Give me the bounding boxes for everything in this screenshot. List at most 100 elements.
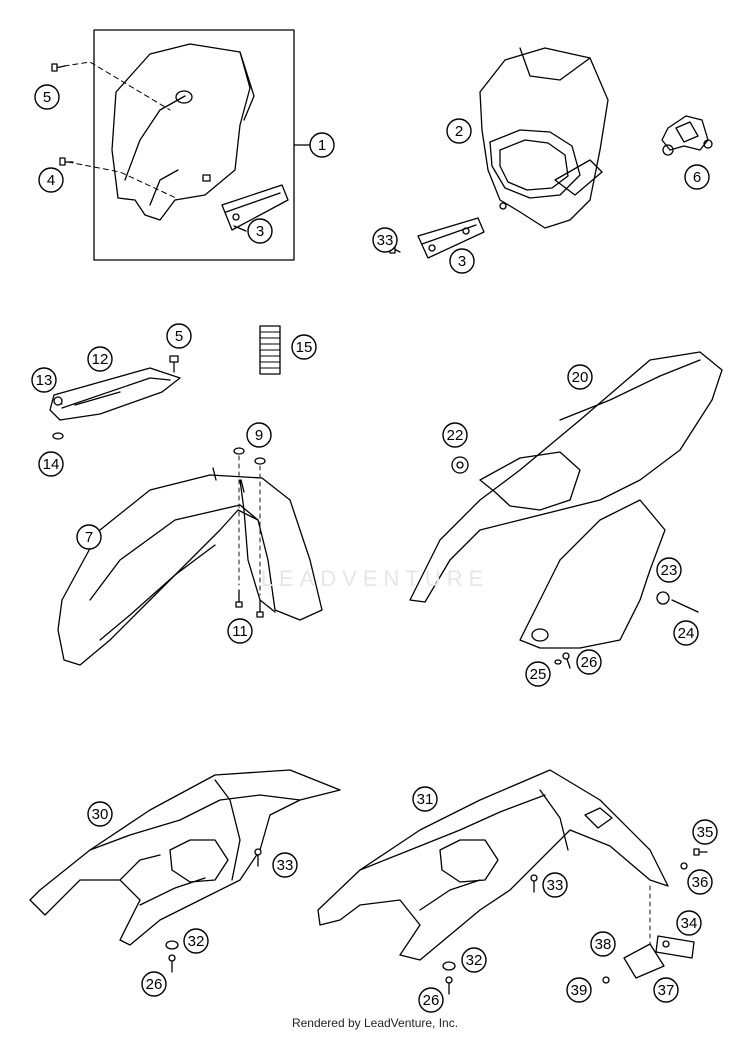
screw-11 bbox=[235, 589, 264, 618]
callout-15: 15 bbox=[291, 334, 317, 360]
svg-text:34: 34 bbox=[681, 915, 698, 932]
grommet-9 bbox=[233, 447, 266, 465]
svg-text:15: 15 bbox=[296, 339, 313, 356]
callout-23: 23 bbox=[656, 557, 682, 583]
callout-38: 38 bbox=[590, 931, 616, 957]
svg-text:35: 35 bbox=[697, 824, 714, 841]
svg-text:38: 38 bbox=[595, 936, 612, 953]
front-fender-7 bbox=[57, 467, 323, 666]
callout-37: 37 bbox=[653, 977, 679, 1003]
svg-text:31: 31 bbox=[417, 791, 434, 808]
side-cover-31 bbox=[317, 769, 669, 961]
svg-text:9: 9 bbox=[255, 427, 263, 444]
reflector-3-left bbox=[221, 184, 289, 231]
headlight-mask-left bbox=[111, 43, 255, 221]
callout-33-top: 33 bbox=[372, 227, 398, 253]
screw-5-top bbox=[51, 63, 66, 72]
callout-32-right: 32 bbox=[461, 947, 487, 973]
washer-14 bbox=[52, 432, 64, 440]
svg-text:13: 13 bbox=[36, 372, 53, 389]
svg-text:20: 20 bbox=[572, 369, 589, 386]
callout-9: 9 bbox=[246, 422, 272, 448]
screw-5-mid bbox=[169, 355, 179, 373]
svg-text:26: 26 bbox=[146, 976, 163, 993]
svg-text:32: 32 bbox=[188, 933, 205, 950]
svg-text:33: 33 bbox=[547, 877, 564, 894]
callout-32-left: 32 bbox=[183, 928, 209, 954]
callout-6: 6 bbox=[684, 164, 710, 190]
callout-3-right: 3 bbox=[449, 248, 475, 274]
callout-36: 36 bbox=[687, 869, 713, 895]
svg-text:37: 37 bbox=[658, 982, 675, 999]
svg-text:30: 30 bbox=[92, 806, 109, 823]
callout-5-mid: 5 bbox=[166, 323, 192, 349]
washer-25 bbox=[554, 659, 562, 665]
filter-15 bbox=[259, 325, 281, 375]
callout-13: 13 bbox=[31, 367, 57, 393]
callout-31: 31 bbox=[412, 786, 438, 812]
callout-20: 20 bbox=[567, 364, 593, 390]
callout-26-right: 26 bbox=[418, 987, 444, 1013]
svg-text:23: 23 bbox=[661, 562, 678, 579]
callout-24: 24 bbox=[673, 620, 699, 646]
svg-text:6: 6 bbox=[693, 169, 701, 186]
callout-26-left: 26 bbox=[141, 971, 167, 997]
screw-26-mid bbox=[562, 652, 571, 669]
callout-1: 1 bbox=[309, 132, 335, 158]
screw-39 bbox=[602, 976, 610, 984]
svg-text:25: 25 bbox=[530, 666, 547, 683]
svg-text:39: 39 bbox=[571, 982, 588, 999]
callout-34: 34 bbox=[676, 910, 702, 936]
screw-26-right bbox=[445, 976, 453, 995]
svg-text:22: 22 bbox=[447, 427, 464, 444]
callout-14: 14 bbox=[38, 451, 64, 477]
callout-7: 7 bbox=[76, 524, 102, 550]
rear-fender-20 bbox=[409, 351, 723, 603]
bracket-6 bbox=[661, 115, 713, 156]
side-panel bbox=[519, 499, 666, 649]
svg-text:24: 24 bbox=[678, 625, 695, 642]
screw-33-left bbox=[254, 848, 262, 867]
svg-text:3: 3 bbox=[256, 223, 264, 240]
plate-34 bbox=[655, 935, 695, 959]
headlight-mask-right bbox=[479, 47, 609, 229]
nut-32-left bbox=[165, 940, 179, 950]
reflector-3-right bbox=[417, 217, 485, 259]
bush-23 bbox=[656, 591, 670, 605]
callout-30: 30 bbox=[87, 801, 113, 827]
screw-26-left bbox=[168, 954, 176, 973]
fender-guard-12 bbox=[49, 367, 181, 421]
svg-text:14: 14 bbox=[43, 456, 60, 473]
svg-text:5: 5 bbox=[175, 328, 183, 345]
callout-11: 11 bbox=[227, 618, 253, 644]
nut-22 bbox=[451, 456, 469, 474]
screw-4 bbox=[59, 157, 74, 166]
svg-text:32: 32 bbox=[466, 952, 483, 969]
callout-33-right: 33 bbox=[542, 872, 568, 898]
screw-35 bbox=[693, 848, 708, 856]
svg-text:1: 1 bbox=[318, 137, 326, 154]
svg-text:3: 3 bbox=[458, 253, 466, 270]
svg-text:33: 33 bbox=[377, 232, 394, 249]
side-cover-30 bbox=[29, 769, 341, 946]
callout-35: 35 bbox=[692, 819, 718, 845]
svg-text:12: 12 bbox=[92, 351, 109, 368]
svg-text:26: 26 bbox=[423, 992, 440, 1009]
svg-text:2: 2 bbox=[455, 123, 463, 140]
callout-22: 22 bbox=[442, 422, 468, 448]
callout-26-mid: 26 bbox=[576, 649, 602, 675]
footer-credit: Rendered by LeadVenture, Inc. bbox=[291, 1016, 459, 1030]
watermark: LEADVENTURE bbox=[260, 566, 490, 591]
callout-5-top: 5 bbox=[34, 84, 60, 110]
svg-text:4: 4 bbox=[47, 172, 55, 189]
svg-text:26: 26 bbox=[581, 654, 598, 671]
plate-holder-37 bbox=[623, 943, 665, 979]
nut-32-right bbox=[442, 961, 456, 971]
callout-12: 12 bbox=[87, 346, 113, 372]
callout-3-left: 3 bbox=[247, 218, 273, 244]
svg-text:36: 36 bbox=[692, 874, 709, 891]
svg-text:33: 33 bbox=[277, 857, 294, 874]
callout-2: 2 bbox=[446, 118, 472, 144]
svg-text:11: 11 bbox=[232, 623, 248, 640]
